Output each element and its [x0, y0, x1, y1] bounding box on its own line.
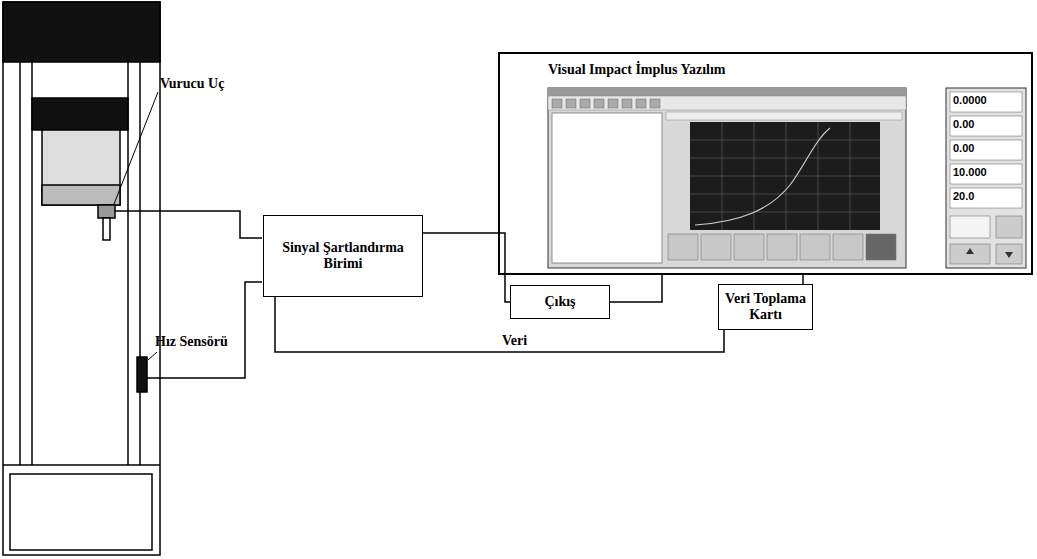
menu-bar: [548, 88, 906, 96]
readout-value: 20.0: [953, 190, 974, 202]
process-box: Veri Toplama Kartı: [718, 284, 813, 330]
illustration-part: [950, 188, 1022, 208]
striker-wire: [115, 211, 262, 238]
illustration-part: [668, 234, 896, 260]
illustration-part: [622, 99, 632, 108]
illustration-part: [850, 122, 851, 230]
window: [548, 88, 906, 268]
readout-value: 0.00: [953, 118, 974, 130]
readout-value: 10.000: [953, 166, 987, 178]
illustration-part: [950, 92, 1022, 208]
illustration-part: [690, 194, 880, 195]
illustration-part: [690, 140, 880, 141]
illustration-part: [950, 92, 1022, 112]
connector: [610, 275, 662, 302]
toolbar: [548, 96, 906, 110]
box-label: Veri Toplama Kartı: [723, 291, 808, 323]
process-box: Sinyal Şartlandırma Birimi: [263, 215, 423, 297]
illustration-part: [690, 158, 880, 159]
side-panel: [946, 88, 1026, 268]
illustration-part: [552, 99, 562, 108]
illustration-part: [608, 99, 618, 108]
tree-pane: [552, 113, 662, 263]
sensor-wire: [147, 282, 262, 378]
illustration-part: [866, 234, 896, 260]
leader-line: [114, 92, 158, 204]
drop-weight: [42, 130, 120, 205]
striker-tip: [103, 218, 110, 240]
connector: [275, 297, 724, 352]
arrow-icons: [966, 248, 1013, 258]
connector: [802, 275, 804, 284]
illustration-part: [690, 176, 880, 177]
illustration-part: [650, 99, 660, 108]
curve: [695, 128, 830, 225]
illustration-part: [734, 234, 764, 260]
column: [19, 62, 21, 465]
process-box: Çıkış: [510, 285, 610, 319]
software-panel: Visual Impact İmplus Yazılım: [498, 52, 1033, 275]
illustration-part: [818, 122, 819, 230]
illustration-part: [950, 140, 1022, 160]
weight-base: [42, 185, 120, 205]
top-cap: [3, 2, 160, 62]
button: [996, 216, 1022, 238]
leader-line: [148, 352, 157, 360]
box-label: Çıkış: [544, 294, 575, 310]
graph-header: [666, 112, 902, 120]
striker-holder: [98, 205, 115, 218]
readout-value: 0.00: [953, 142, 974, 154]
base: [10, 474, 152, 550]
illustration-part: [800, 234, 830, 260]
impact-tester: [3, 2, 160, 555]
options: [950, 216, 990, 238]
illustration-part: [767, 234, 797, 260]
illustration-part: [690, 212, 880, 213]
illustration-part: [566, 99, 576, 108]
edge-label: Veri: [500, 333, 529, 349]
connector: [423, 233, 510, 302]
illustration-part: [950, 116, 1022, 136]
part-label: Hız Sensörü: [155, 334, 228, 350]
illustration-part: [636, 99, 646, 108]
illustration-part: [701, 234, 731, 260]
base-line: [3, 464, 160, 466]
box-label: Sinyal Şartlandırma Birimi: [272, 240, 414, 272]
graph-area: [690, 122, 880, 230]
sensor-wires: [114, 92, 262, 378]
column: [139, 62, 141, 465]
software-screenshot: [548, 88, 1026, 268]
illustration-part: [552, 99, 660, 108]
illustration-part: [950, 164, 1022, 184]
readout-value: 0.0000: [953, 94, 987, 106]
illustration-part: [594, 99, 604, 108]
illustration-part: [668, 234, 698, 260]
illustration-part: [580, 99, 590, 108]
illustration-part: [690, 122, 880, 230]
illustration-part: [833, 234, 863, 260]
panel-title: Visual Impact İmplus Yazılım: [548, 62, 725, 78]
part-label: Vurucu Uç: [160, 76, 224, 92]
frame: [3, 2, 160, 555]
crosshead: [32, 98, 128, 130]
speed-sensor: [137, 357, 147, 392]
